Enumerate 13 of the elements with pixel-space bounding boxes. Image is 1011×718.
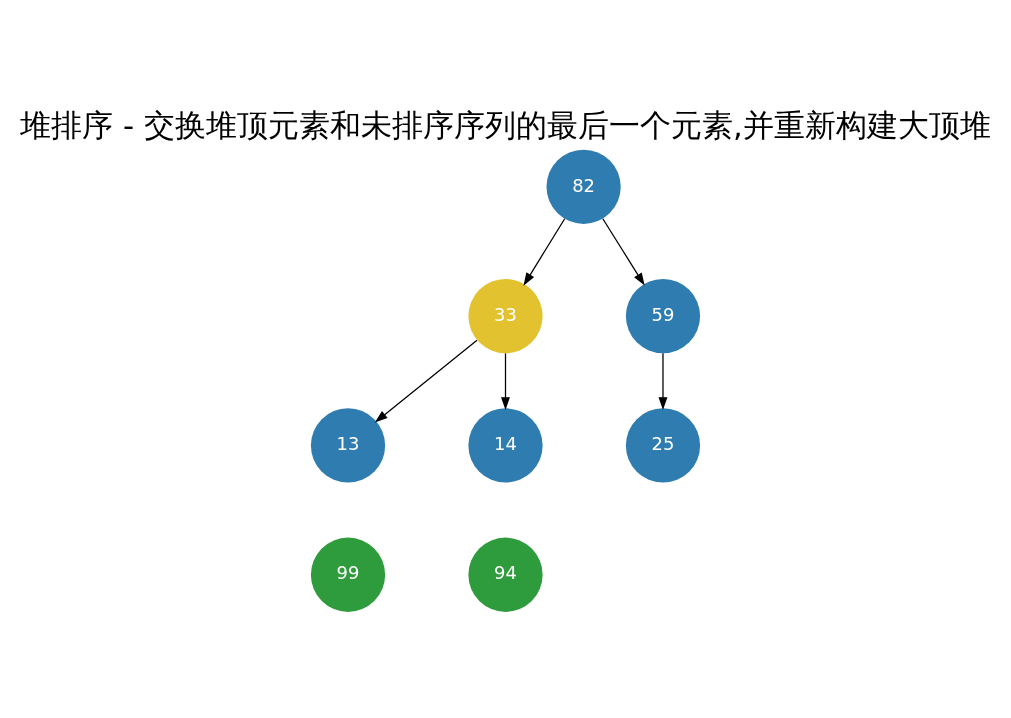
diagram-title: 堆排序 - 交换堆顶元素和未排序序列的最后一个元素,并重新构建大顶堆: [20, 106, 991, 143]
node-circle: 82: [546, 149, 621, 224]
arrow: [658, 352, 668, 410]
node-circle: 94: [468, 537, 543, 612]
node-circle: 25: [625, 408, 701, 483]
node-circle: 33: [468, 279, 543, 354]
arrow: [374, 339, 478, 423]
arrow: [523, 218, 566, 286]
arrow: [602, 218, 645, 286]
node-circle: 59: [625, 279, 701, 354]
node-circle: 14: [468, 408, 543, 483]
node-circle: 99: [310, 537, 386, 612]
arrow: [501, 352, 510, 410]
